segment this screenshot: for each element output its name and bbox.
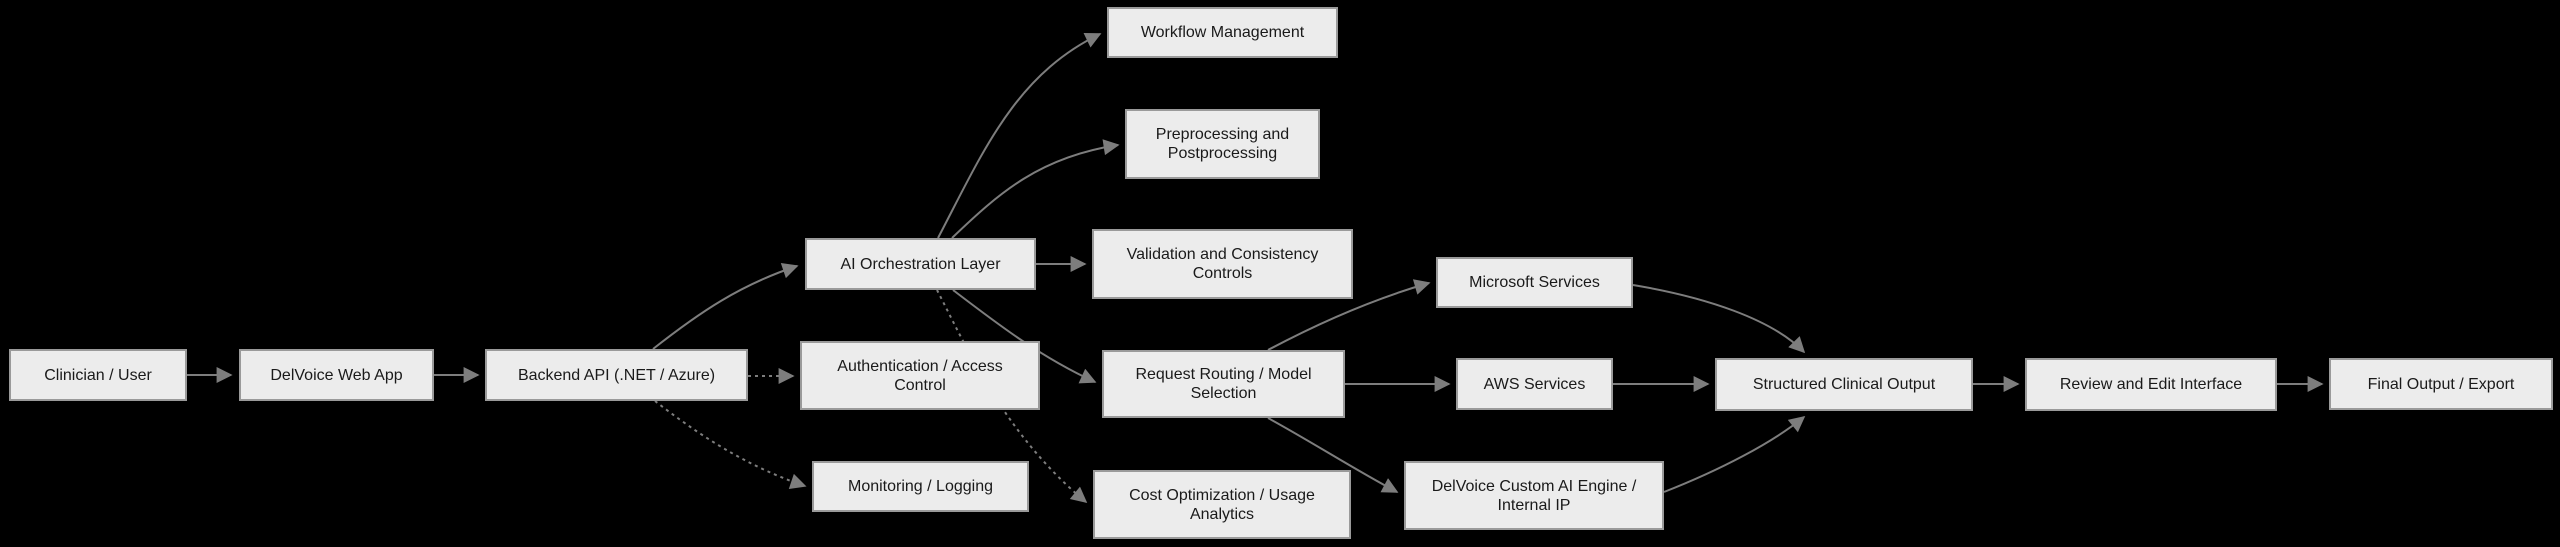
node-structured-clinical-output-label: Structured Clinical Output — [1752, 376, 1936, 393]
node-request-routing-model-selection-label: Request Routing / Model Selection — [1135, 366, 1312, 402]
edge-orchestration-routing — [952, 289, 1097, 384]
node-monitoring-logging-label: Monitoring / Logging — [848, 478, 993, 495]
node-ai-orchestration-layer: AI Orchestration Layer — [805, 238, 1036, 290]
edge-microsoft-structured — [1632, 284, 1806, 354]
node-backend-api: Backend API (.NET / Azure) — [485, 349, 748, 401]
node-review-edit-interface-label: Review and Edit Interface — [2059, 376, 2243, 393]
node-clinician-user-label: Clinician / User — [44, 366, 152, 384]
node-authentication-access-control: Authentication / Access Control — [800, 341, 1040, 410]
node-workflow-management-label: Workflow Management — [1140, 24, 1305, 41]
node-review-edit-interface: Review and Edit Interface — [2025, 358, 2277, 411]
node-aws-services: AWS Services — [1456, 358, 1613, 410]
edge-routing-microsoft — [1267, 279, 1431, 351]
node-cost-optimization-usage-analytics: Cost Optimization / Usage Analytics — [1093, 470, 1351, 539]
edge-orchestration-workflow — [937, 33, 1102, 239]
node-delvoice-web-app-label: DelVoice Web App — [270, 366, 403, 384]
node-preprocessing-postprocessing-label: Preprocessing and Postprocessing — [1155, 126, 1290, 162]
node-preprocessing-postprocessing: Preprocessing and Postprocessing — [1125, 109, 1320, 179]
node-microsoft-services-label: Microsoft Services — [1469, 274, 1600, 291]
edge-routing-delvoice — [1267, 417, 1399, 493]
node-workflow-management: Workflow Management — [1107, 7, 1338, 58]
node-ai-orchestration-layer-label: AI Orchestration Layer — [840, 255, 1001, 273]
node-delvoice-custom-ai-engine-label: DelVoice Custom AI Engine / Internal IP — [1431, 477, 1637, 514]
node-final-output-export-label: Final Output / Export — [2367, 375, 2515, 393]
node-validation-consistency-controls-label: Validation and Consistency Controls — [1126, 246, 1319, 282]
edge-backend-monitoring — [654, 400, 807, 490]
node-delvoice-web-app: DelVoice Web App — [239, 349, 434, 401]
node-clinician-user: Clinician / User — [9, 349, 187, 401]
node-authentication-access-control-label: Authentication / Access Control — [837, 357, 1003, 394]
node-aws-services-label: AWS Services — [1483, 375, 1586, 393]
node-structured-clinical-output: Structured Clinical Output — [1715, 358, 1973, 411]
node-delvoice-custom-ai-engine: DelVoice Custom AI Engine / Internal IP — [1404, 461, 1664, 530]
node-validation-consistency-controls: Validation and Consistency Controls — [1092, 229, 1353, 299]
edge-orchestration-preprocessing — [951, 139, 1120, 239]
edge-delvoice-structured — [1663, 415, 1806, 493]
node-backend-api-label: Backend API (.NET / Azure) — [517, 366, 716, 384]
node-cost-optimization-usage-analytics-label: Cost Optimization / Usage Analytics — [1129, 486, 1315, 523]
edge-backend-orchestration — [652, 262, 799, 350]
node-request-routing-model-selection: Request Routing / Model Selection — [1102, 350, 1345, 418]
node-final-output-export: Final Output / Export — [2329, 358, 2553, 410]
node-microsoft-services: Microsoft Services — [1436, 257, 1633, 308]
node-monitoring-logging: Monitoring / Logging — [812, 461, 1029, 512]
